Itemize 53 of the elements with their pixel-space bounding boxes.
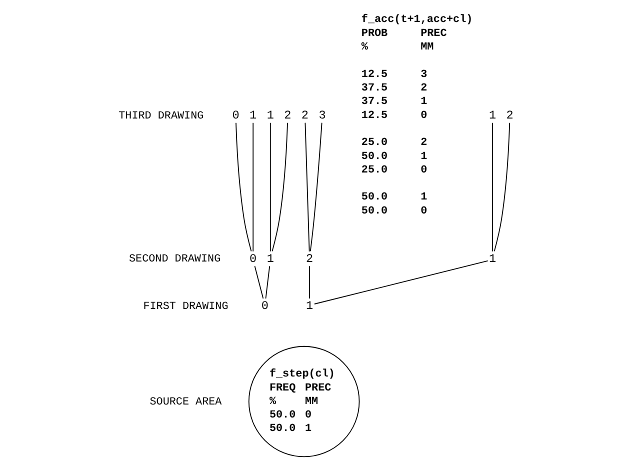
label: 2 [420,137,427,150]
label: 50.0 [360,150,388,163]
label: % [360,42,368,54]
label: 50.0 [360,192,388,204]
connector [235,122,252,252]
label: 12.5 [360,110,388,122]
label: 25.0 [360,137,388,150]
connector [313,260,488,304]
label: THIRD DRAWING [118,110,204,122]
node-text: 0 [260,299,268,314]
connector [308,266,310,299]
label: SOURCE AREA [149,396,222,408]
node-text: 2 [506,108,513,123]
label: 2 [420,82,427,94]
node-circle: f_step(cl) FREQ PREC % MM 50.0 0 50.0 1 [248,346,360,458]
label: 0 [420,205,427,218]
node-text: 0 [232,108,239,123]
node-text: 1 [305,299,313,314]
label: 3 [420,68,427,81]
node-text: 1 [488,108,496,123]
label: SECOND DRAWING [128,254,220,266]
label: 50.0 [360,205,388,218]
label: 0 [420,164,427,176]
node-text: 0 [249,252,256,266]
connector [269,122,270,252]
label: 37.5 [360,96,388,108]
node-text: 1 [488,252,496,266]
node-text: 2 [305,252,313,266]
label: 25.0 [360,164,388,176]
label: MM [420,42,434,54]
connector [309,122,322,252]
label: 37.5 [360,82,388,94]
connector [304,122,310,252]
label: f_acc(t+1,acc+cl) [360,14,472,26]
label: 1 [420,192,427,204]
label: PROB [360,28,388,40]
node-text: 1 [266,108,274,123]
connector [252,122,254,252]
label: PREC [420,28,446,40]
label: 0 [420,110,427,122]
label: 1 [420,150,427,163]
node-text: 1 [249,108,256,123]
node-text: 2 [284,108,291,123]
connector [264,266,270,299]
node-text: 2 [300,108,308,123]
node-text: 1 [266,252,274,266]
connector [271,122,288,252]
connector [254,266,264,299]
connector [493,122,510,252]
label: FIRST DRAWING [142,300,228,313]
label: 12.5 [360,68,388,81]
label: 1 [420,96,427,108]
node-text: 3 [318,108,326,123]
